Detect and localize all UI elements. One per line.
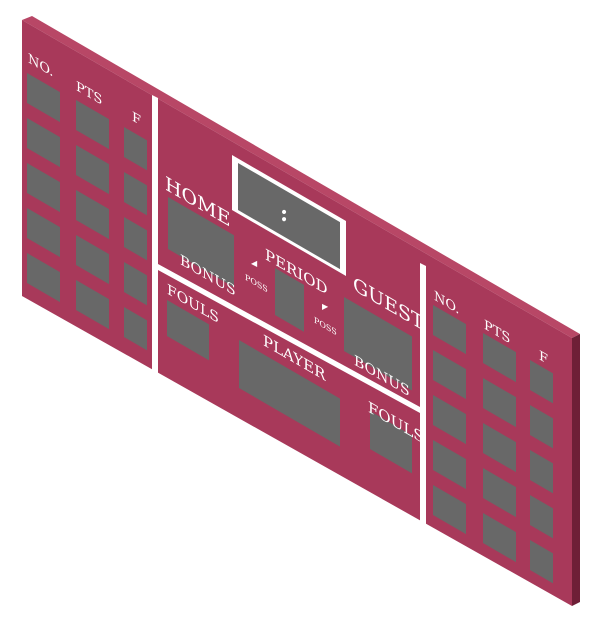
- right-no-cell: [433, 395, 466, 445]
- guest-score-display: [344, 297, 412, 391]
- left-no-cell: [27, 73, 60, 123]
- left-col-f-label: F: [132, 109, 141, 129]
- right-no-cell: [433, 350, 466, 400]
- home-poss-arrow: ◀: [251, 259, 258, 268]
- right-f-cell: [530, 450, 553, 494]
- right-no-cell: [433, 305, 466, 355]
- left-pts-cell: [76, 100, 109, 150]
- right-no-cell: [433, 440, 466, 490]
- left-no-cell: [27, 163, 60, 213]
- game-clock-display: [238, 163, 340, 270]
- home-score-display: [168, 197, 234, 288]
- right-col-f-label: F: [539, 348, 548, 368]
- left-no-cell: [27, 253, 60, 303]
- left-pts-cell: [76, 280, 109, 330]
- left-f-cell: [124, 307, 147, 351]
- divider-center-horizontal: [158, 264, 420, 413]
- right-f-cell: [530, 405, 553, 449]
- right-pts-cell: [483, 513, 516, 563]
- left-f-cell: [124, 172, 147, 216]
- period-display: [275, 268, 304, 332]
- left-no-cell: [27, 118, 60, 168]
- right-f-cell: [530, 540, 553, 584]
- display-cells: [27, 73, 553, 584]
- board-side-face: [572, 334, 580, 606]
- guest-fouls-display: [370, 411, 412, 474]
- left-no-cell: [27, 208, 60, 258]
- left-pts-cell: [76, 190, 109, 240]
- left-pts-cell: [76, 145, 109, 195]
- right-no-cell: [433, 485, 466, 535]
- left-f-cell: [124, 262, 147, 306]
- left-pts-cell: [76, 235, 109, 285]
- right-pts-cell: [483, 423, 516, 473]
- left-f-cell: [124, 127, 147, 171]
- right-f-cell: [530, 495, 553, 539]
- divider-left: [152, 95, 158, 376]
- right-pts-cell: [483, 333, 516, 383]
- right-pts-cell: [483, 468, 516, 518]
- home-fouls-display: [167, 300, 209, 361]
- clock-separator: :: [280, 201, 288, 227]
- right-f-cell: [530, 360, 553, 404]
- divider-right: [420, 263, 426, 531]
- player-display: [239, 340, 340, 447]
- left-f-cell: [124, 217, 147, 261]
- guest-poss-arrow: ▶: [322, 302, 329, 311]
- right-pts-cell: [483, 378, 516, 428]
- board-top-face: [22, 16, 580, 338]
